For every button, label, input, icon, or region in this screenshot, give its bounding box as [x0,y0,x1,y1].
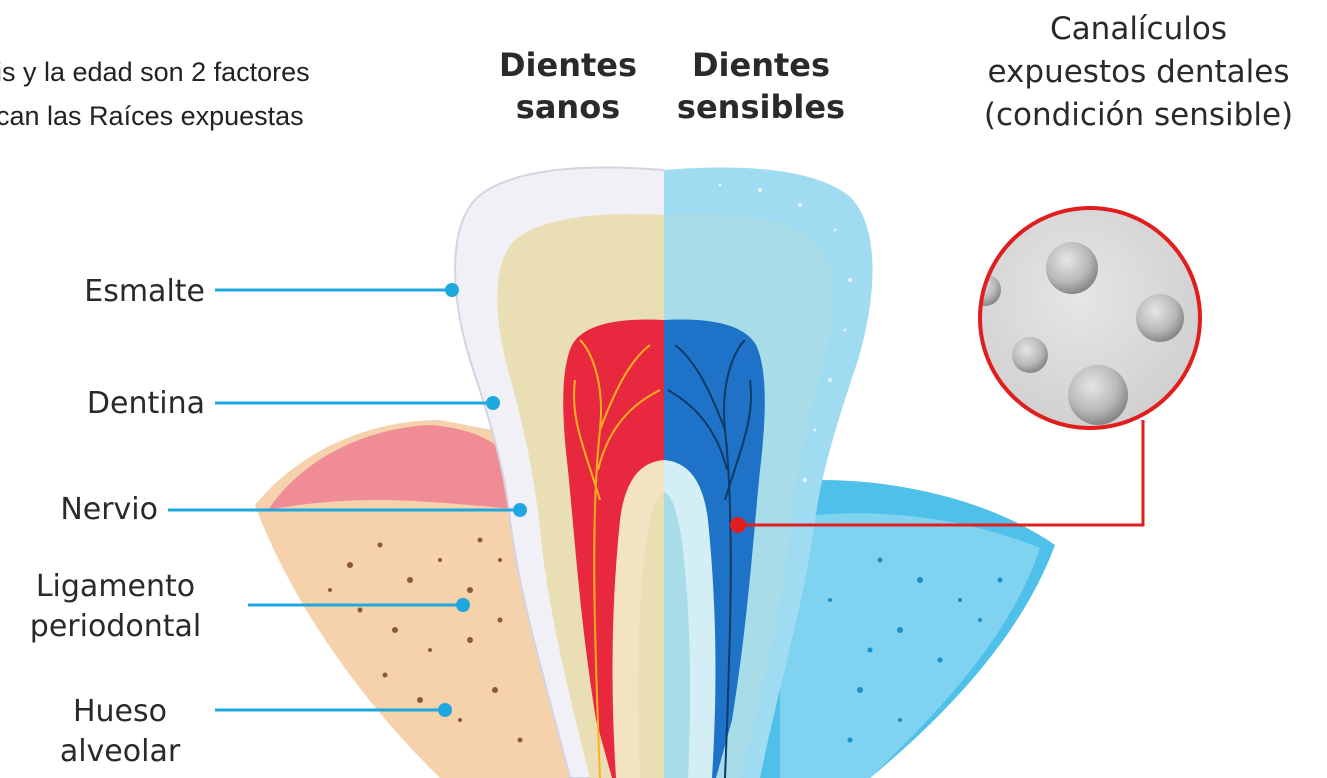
label-nerve: Nervio [60,492,158,527]
callout-title: Canalículos expuestos dentales (condició… [950,8,1327,137]
callout-dot [730,517,746,533]
leader-dot-ligament [456,598,470,612]
heading-sensitive-teeth: Dientes sensibles [666,44,856,128]
label-dentin: Dentina [86,386,205,421]
label-bone: Hueso alveolar [40,692,200,772]
enamel-texture-sensitive [718,183,852,482]
tooth-healthy [454,166,664,778]
heading-sensitive-line-2: sensibles [676,88,846,126]
label-bone-line-1: Hueso [72,694,167,729]
leader-lines [168,288,520,712]
leader-dot-dentin [486,396,500,410]
intro-text: is y la edad son 2 factores can las Raíc… [0,50,310,138]
label-ligament-line-2: periodontal [29,609,202,644]
leader-dot-bone [438,703,452,717]
label-ligament-line-1: Ligamento [35,569,196,604]
callout-line-2: expuestos dentales [987,54,1290,90]
bone-pores-healthy [328,537,523,743]
heading-healthy-line-2: sanos [515,88,621,126]
heading-healthy-teeth: Dientes sanos [488,44,648,128]
label-bone-line-2: alveolar [59,734,181,769]
label-ligament: Ligamento periodontal [8,567,223,647]
label-enamel: Esmalte [84,274,205,309]
tubules-magnifier [978,206,1202,430]
nerve-fibers-sensitive [667,339,752,778]
callout-connector [730,420,1145,533]
nerve-fibers-healthy [573,339,661,778]
heading-healthy-line-1: Dientes [498,46,638,84]
intro-line-1: is y la edad son 2 factores [0,57,310,87]
leader-dot-enamel [445,283,459,297]
tooth-sensitive [664,167,873,778]
intro-line-2: can las Raíces expuestas [0,101,304,131]
gum-healthy [268,425,525,510]
heading-sensitive-line-1: Dientes [691,46,831,84]
callout-line-1: Canalículos [1050,11,1227,47]
bone-pores-sensitive [828,557,1003,743]
leader-dots [438,283,527,717]
leader-dot-nerve [513,503,527,517]
callout-line-3: (condición sensible) [983,97,1294,133]
